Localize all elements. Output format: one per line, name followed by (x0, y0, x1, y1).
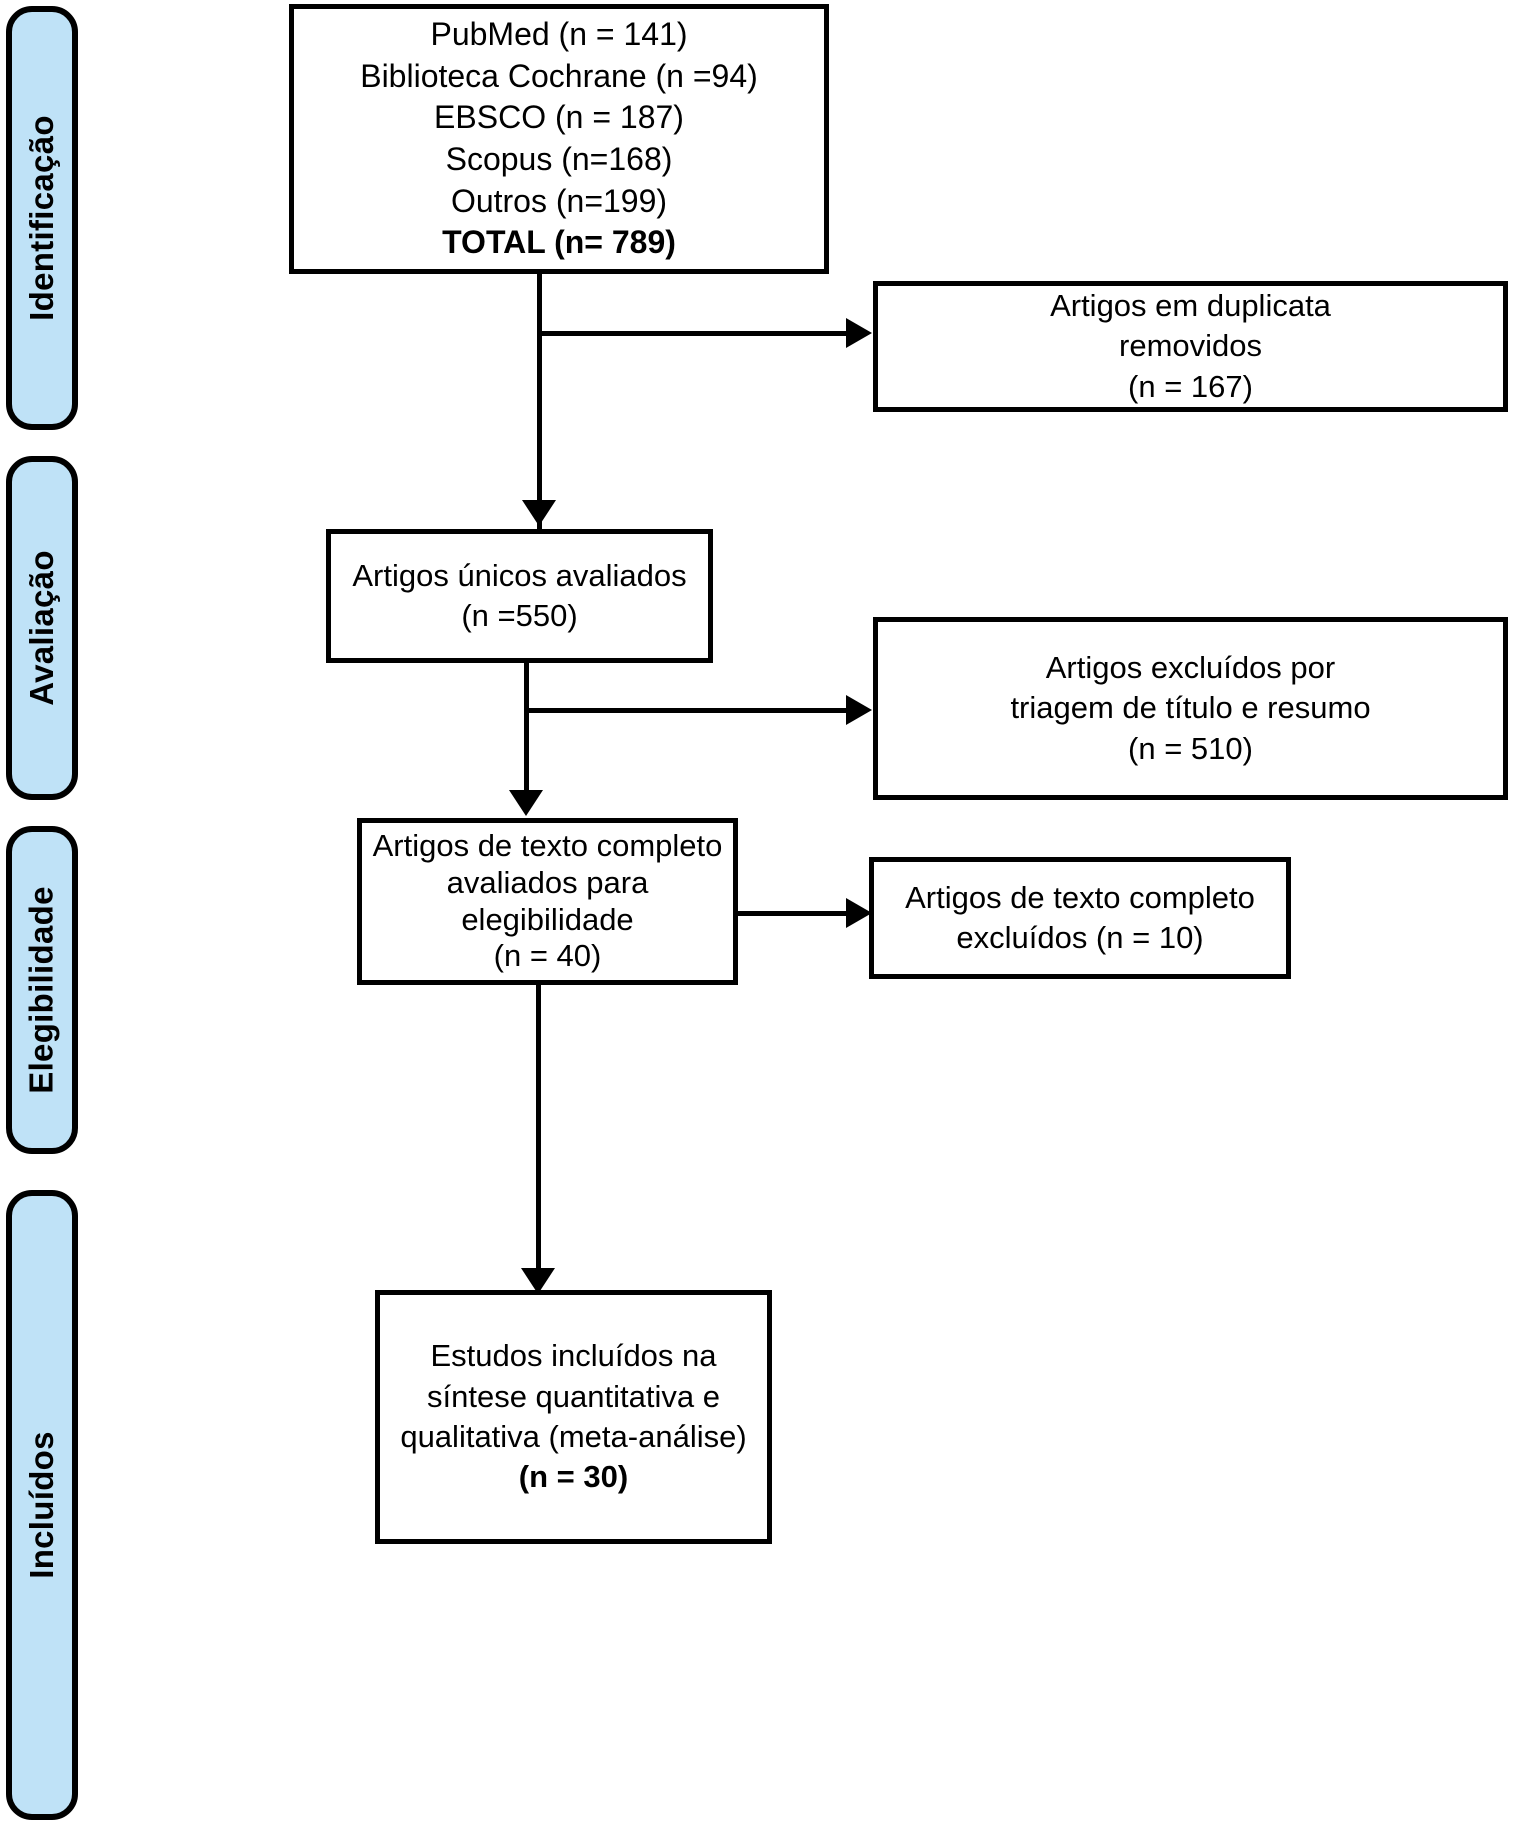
fulltext-assessed-line-1: Artigos de texto completo (372, 828, 723, 864)
fulltext-assessed-line-3: elegibilidade (461, 901, 634, 937)
arrowhead-to-fulltext-assessed (509, 790, 543, 816)
box-records-excluded-screening: Artigos excluídos por triagem de título … (873, 617, 1508, 800)
included-line-3: qualitativa (meta-análise) (400, 1419, 747, 1454)
arrowhead-to-duplicates (846, 318, 872, 348)
connector-identification-to-screening (537, 274, 542, 548)
stage-incluidos: Incluídos (6, 1190, 78, 1820)
source-scopus: Scopus (n=168) (445, 141, 673, 177)
box-unique-records-screened: Artigos únicos avaliados (n =550) (326, 529, 713, 663)
included-line-2: síntese quantitativa e (427, 1378, 720, 1414)
stage-identificacao-label: Identificação (23, 115, 60, 321)
included-line-1: Estudos incluídos na (430, 1338, 717, 1374)
connector-to-records-excluded (524, 708, 857, 713)
included-total: (n = 30) (518, 1459, 629, 1495)
arrowhead-to-records-excluded (846, 695, 872, 725)
unique-line-2: (n =550) (461, 598, 578, 633)
stage-elegibilidade-label: Elegibilidade (23, 886, 61, 1094)
stage-avaliacao-label: Avaliação (23, 550, 61, 706)
source-total: TOTAL (n= 789) (442, 224, 676, 261)
stage-elegibilidade: Elegibilidade (6, 826, 78, 1154)
arrowhead-to-fulltext-excluded (846, 898, 872, 928)
fulltext-assessed-line-2: avaliados para (446, 864, 649, 900)
box-studies-included: Estudos incluídos na síntese quantitativ… (375, 1290, 772, 1544)
arrowhead-to-included (521, 1268, 555, 1294)
duplicates-line-2: removidos (1119, 328, 1262, 364)
box-fulltext-excluded: Artigos de texto completo excluídos (n =… (869, 857, 1291, 979)
duplicates-line-3: (n = 167) (1128, 368, 1253, 404)
excluded-screening-line-2: triagem de título e resumo (1010, 690, 1371, 726)
stage-identificacao: Identificação (6, 6, 78, 430)
box-records-identified: PubMed (n = 141) Biblioteca Cochrane (n … (289, 4, 829, 274)
connector-screening-to-eligibility (524, 663, 529, 807)
source-pubmed: PubMed (n = 141) (430, 16, 688, 53)
source-outros: Outros (n=199) (450, 182, 668, 219)
source-cochrane: Biblioteca Cochrane (n =94) (360, 57, 758, 94)
fulltext-assessed-line-4: (n = 40) (493, 938, 602, 974)
excluded-screening-line-3: (n = 510) (1128, 730, 1253, 766)
duplicates-line-1: Artigos em duplicata (1050, 288, 1331, 324)
stage-incluidos-label: Incluídos (23, 1431, 61, 1579)
box-fulltext-assessed: Artigos de texto completo avaliados para… (357, 818, 738, 985)
unique-line-1: Artigos únicos avaliados (352, 557, 687, 593)
fulltext-excluded-line-1: Artigos de texto completo (905, 879, 1255, 915)
connector-to-fulltext-excluded (736, 911, 857, 916)
arrowhead-to-unique-records (522, 500, 556, 526)
excluded-screening-line-1: Artigos excluídos por (1045, 650, 1336, 686)
connector-to-duplicates (537, 331, 857, 336)
connector-eligibility-to-included (536, 985, 541, 1285)
stage-avaliacao: Avaliação (6, 456, 78, 800)
box-duplicates-removed: Artigos em duplicata removidos (n = 167) (873, 281, 1508, 412)
source-ebsco: EBSCO (n = 187) (434, 99, 684, 136)
fulltext-excluded-line-2: excluídos (n = 10) (956, 920, 1204, 955)
